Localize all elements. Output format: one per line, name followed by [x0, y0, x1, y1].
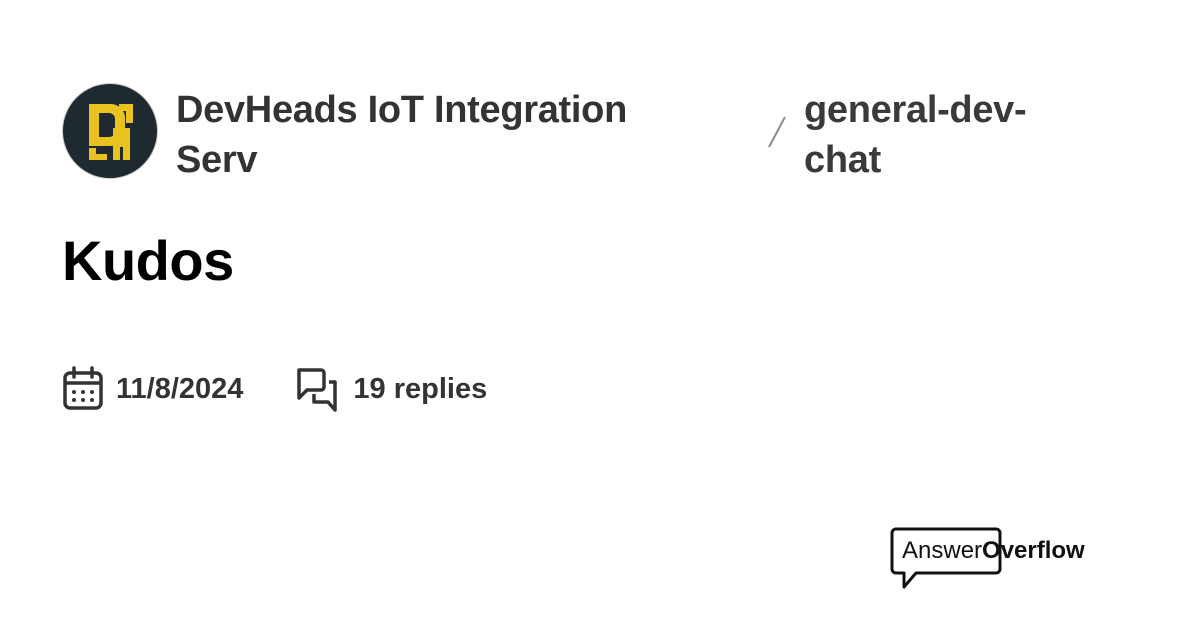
- date-item: 11/8/2024: [62, 366, 243, 412]
- replies-item: 19 replies: [295, 366, 487, 412]
- server-avatar[interactable]: [62, 83, 158, 179]
- server-name[interactable]: DevHeads IoT Integration Serv: [176, 89, 627, 181]
- chat-bubbles-icon: [297, 368, 338, 412]
- reply-count: 19 replies: [353, 372, 488, 405]
- breadcrumb-separator: [768, 116, 786, 148]
- calendar-icon: [63, 366, 103, 410]
- brand-text: AnswerOverflow: [902, 537, 1085, 565]
- devheads-logo-icon: [89, 104, 133, 160]
- channel-name[interactable]: general-dev-chat: [804, 89, 1027, 181]
- brand-overflow: Overflow: [982, 537, 1085, 564]
- brand-answer: Answer: [902, 537, 983, 564]
- post-title: Kudos: [62, 229, 234, 292]
- post-meta: 11/8/2024 19 replies: [62, 366, 539, 412]
- header: DevHeads IoT Integration Serv general-de…: [62, 83, 1162, 183]
- post-date: 11/8/2024: [116, 372, 244, 405]
- answeroverflow-logo[interactable]: AnswerOverflow: [890, 527, 1120, 591]
- speech-bubble-icon: [890, 527, 1002, 589]
